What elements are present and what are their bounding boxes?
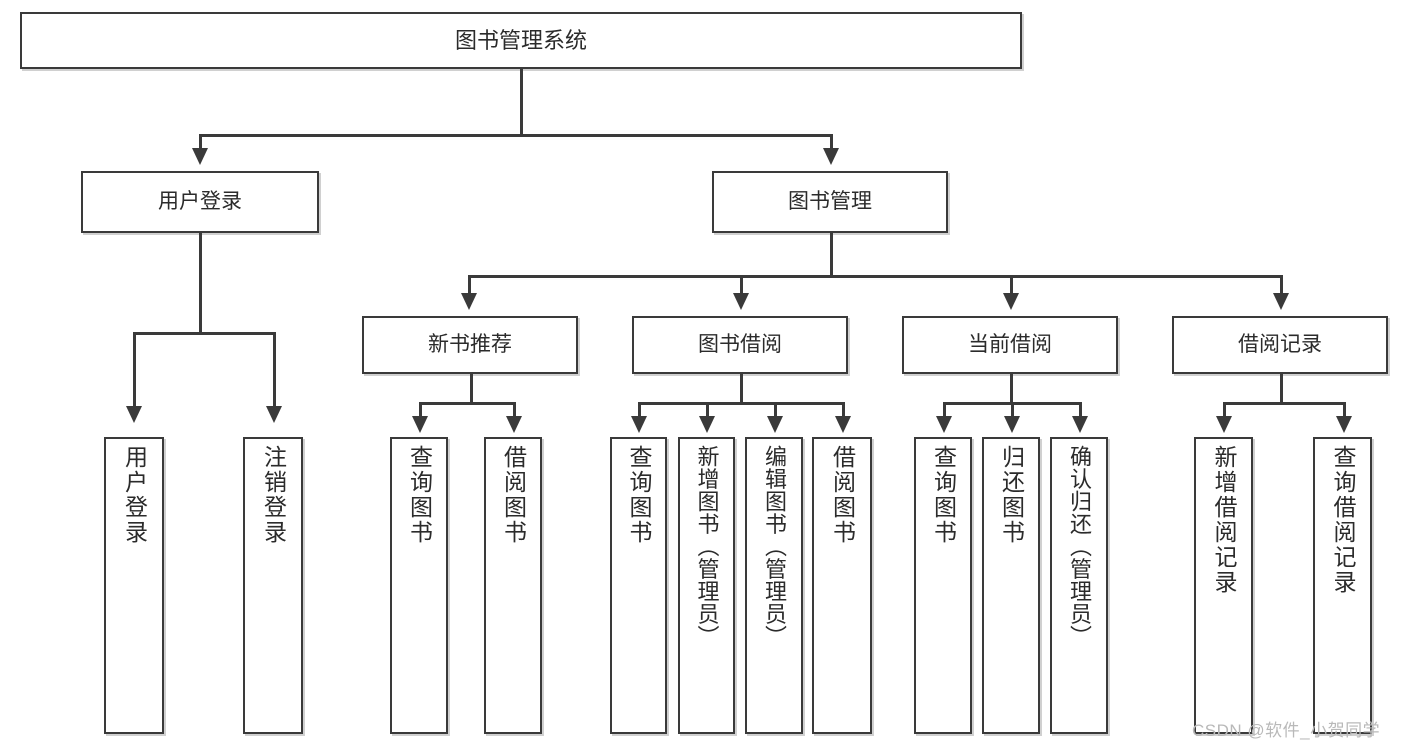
arrow-to-leaf-query-book-bb	[631, 416, 647, 433]
connector-cb-drop-3	[1079, 402, 1082, 418]
node-leaf-query-borrow-record[interactable]: 查询借阅记录	[1313, 437, 1372, 734]
connector-bb-drop-2	[706, 402, 709, 418]
node-label: 注销登录	[260, 445, 287, 545]
connector-nbr-stem	[470, 374, 473, 404]
connector-root-drop-left	[199, 134, 202, 150]
node-label: 查询图书	[406, 445, 433, 545]
node-leaf-add-book-admin[interactable]: 新增图书（管理员）	[678, 437, 735, 734]
node-label: 用户登录	[121, 445, 148, 545]
connector-cb-drop-2	[1011, 402, 1014, 418]
node-leaf-borrow-book-recommend[interactable]: 借阅图书	[484, 437, 542, 734]
arrow-to-leaf-confirm-return	[1072, 416, 1088, 433]
connector-cb-drop-1	[943, 402, 946, 418]
node-label: 图书管理	[788, 189, 872, 213]
node-leaf-borrow-book-borrow[interactable]: 借阅图书	[812, 437, 872, 734]
node-label: 新书推荐	[428, 332, 512, 356]
csdn-watermark: CSDN @软件_小贺同学	[1192, 721, 1381, 740]
connector-nbr-drop-2	[513, 402, 516, 418]
node-label: 查询借阅记录	[1330, 445, 1356, 595]
node-leaf-query-book-recommend[interactable]: 查询图书	[390, 437, 448, 734]
node-label: 当前借阅	[968, 332, 1052, 356]
connector-user-login-bus	[133, 332, 275, 335]
connector-user-login-drop-1	[133, 332, 136, 408]
arrow-to-book-borrow	[733, 293, 749, 310]
node-book-manage[interactable]: 图书管理	[712, 171, 948, 233]
arrow-to-leaf-user-login	[126, 406, 142, 423]
connector-cb-stem	[1010, 374, 1013, 404]
arrow-to-user-login	[192, 148, 208, 165]
arrow-to-leaf-edit-book	[767, 416, 783, 433]
connector-bb-stem	[740, 374, 743, 404]
connector-nbr-bus	[419, 402, 515, 405]
node-label: 确认归还（管理员）	[1067, 445, 1092, 648]
node-root-system[interactable]: 图书管理系统	[20, 12, 1022, 69]
node-current-borrow[interactable]: 当前借阅	[902, 316, 1118, 374]
node-label: 新增借阅记录	[1211, 445, 1237, 595]
connector-book-manage-drop-2	[740, 275, 743, 295]
arrow-to-leaf-borrow-book-rec	[506, 416, 522, 433]
connector-book-manage-stem	[830, 233, 833, 277]
node-label: 图书管理系统	[454, 27, 587, 53]
node-leaf-query-book-borrow[interactable]: 查询图书	[610, 437, 667, 734]
node-leaf-return-book[interactable]: 归还图书	[982, 437, 1040, 734]
node-borrow-record[interactable]: 借阅记录	[1172, 316, 1388, 374]
node-label: 归还图书	[998, 445, 1025, 545]
connector-root-bus	[199, 134, 832, 137]
connector-book-manage-drop-3	[1010, 275, 1013, 295]
node-new-book-recommend[interactable]: 新书推荐	[362, 316, 578, 374]
connector-nbr-drop-1	[419, 402, 422, 418]
node-leaf-logout[interactable]: 注销登录	[243, 437, 303, 734]
connector-user-login-drop-2	[273, 332, 276, 408]
arrow-to-current-borrow	[1003, 293, 1019, 310]
connector-br-drop-1	[1223, 402, 1226, 418]
node-label: 用户登录	[158, 189, 242, 213]
node-leaf-edit-book-admin[interactable]: 编辑图书（管理员）	[745, 437, 803, 734]
node-leaf-user-login[interactable]: 用户登录	[104, 437, 164, 734]
connector-br-drop-2	[1343, 402, 1346, 418]
node-leaf-query-book-current[interactable]: 查询图书	[914, 437, 972, 734]
arrow-to-leaf-query-book-rec	[412, 416, 428, 433]
connector-br-stem	[1280, 374, 1283, 404]
connector-root-stem	[520, 69, 523, 136]
arrow-to-leaf-borrow-book-bb	[835, 416, 851, 433]
arrow-to-leaf-query-borrow-record	[1336, 416, 1352, 433]
node-label: 借阅记录	[1238, 332, 1322, 356]
node-leaf-add-borrow-record[interactable]: 新增借阅记录	[1194, 437, 1253, 734]
node-label: 借阅图书	[500, 445, 527, 545]
connector-root-drop-right	[830, 134, 833, 150]
connector-book-manage-drop-1	[468, 275, 471, 295]
arrow-to-leaf-return-book	[1004, 416, 1020, 433]
node-leaf-confirm-return-admin[interactable]: 确认归还（管理员）	[1050, 437, 1108, 734]
connector-book-manage-drop-4	[1280, 275, 1283, 295]
arrow-to-leaf-add-borrow-record	[1216, 416, 1232, 433]
arrow-to-leaf-logout	[266, 406, 282, 423]
node-user-login[interactable]: 用户登录	[81, 171, 319, 233]
connector-bb-drop-4	[842, 402, 845, 418]
node-label: 新增图书（管理员）	[694, 445, 720, 648]
connector-book-manage-bus	[468, 275, 1282, 278]
connector-bb-drop-1	[638, 402, 641, 418]
node-book-borrow[interactable]: 图书借阅	[632, 316, 848, 374]
node-label: 查询图书	[626, 445, 652, 545]
connector-br-bus	[1223, 402, 1345, 405]
arrow-to-borrow-record	[1273, 293, 1289, 310]
connector-bb-bus	[638, 402, 844, 405]
connector-user-login-stem	[199, 233, 202, 334]
node-label: 查询图书	[930, 445, 957, 545]
node-label: 图书借阅	[698, 332, 782, 356]
node-label: 借阅图书	[829, 445, 856, 545]
arrow-to-book-manage	[823, 148, 839, 165]
arrow-to-leaf-add-book	[699, 416, 715, 433]
arrow-to-new-book-rec	[461, 293, 477, 310]
node-label: 编辑图书（管理员）	[762, 445, 787, 648]
connector-bb-drop-3	[774, 402, 777, 418]
arrow-to-leaf-query-book-cb	[936, 416, 952, 433]
